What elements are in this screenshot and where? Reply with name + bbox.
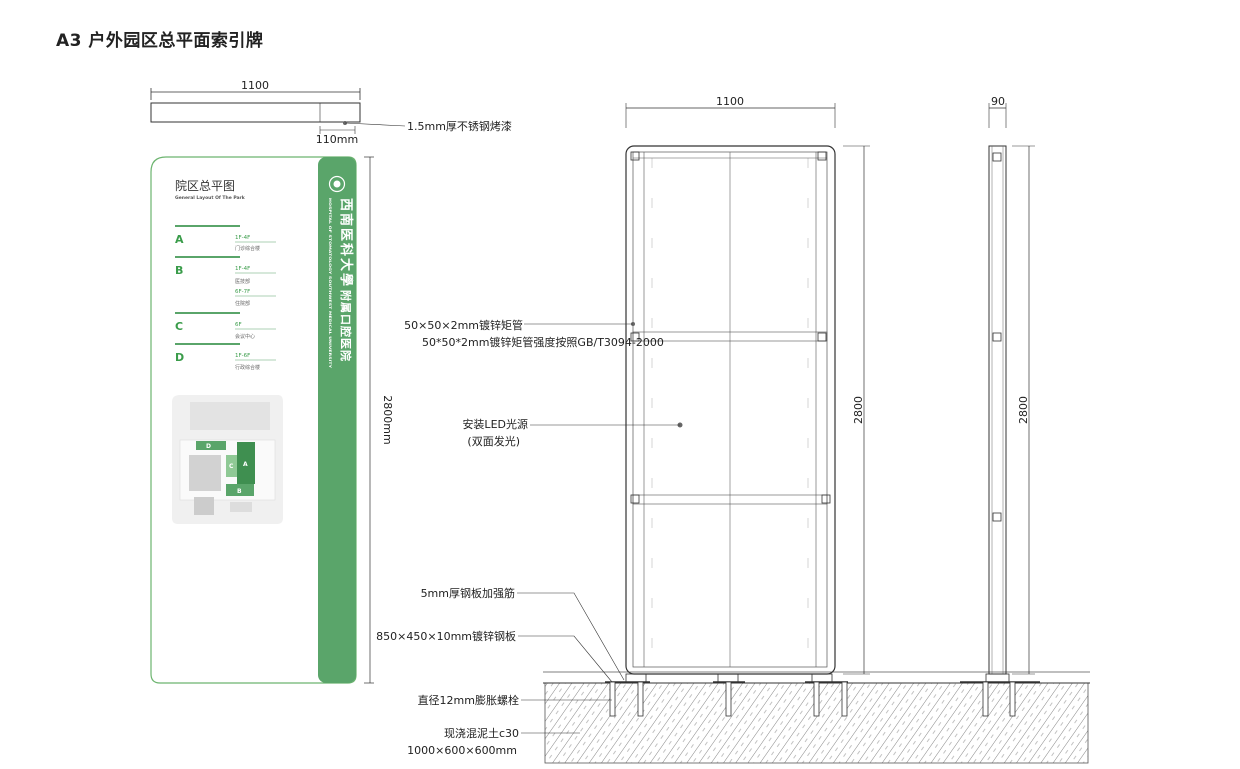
zone-desc: 门诊综合楼 [235, 245, 260, 252]
zone-letter: D [175, 351, 184, 364]
front-height-dim: 2800 [852, 396, 865, 424]
side-height-dim: 2800 [1017, 396, 1030, 424]
sign-face: 院区总平图 General Layout Of The Park A 1F-4F… [150, 156, 394, 684]
zone-desc: 医技部 [235, 278, 250, 285]
map-title: 院区总平图 [175, 179, 235, 193]
tube-spec-note: 50*50*2mm镀锌矩管强度按照GB/T3094-2000 [422, 335, 664, 349]
face-height-dim: 2800mm [381, 395, 394, 444]
zone-floor: 1F-4F [235, 235, 250, 241]
tube-note: 50×50×2mm镀锌矩管 [404, 318, 523, 332]
hospital-name-en: HOSPITAL OF STOMATOLOGY SOUTHWEST MEDICA… [328, 198, 333, 368]
front-width-dim: 1100 [716, 95, 744, 108]
material-note: 1.5mm厚不锈钢烤漆 [407, 119, 512, 133]
map-zone-label: C [229, 463, 234, 470]
top-view: 1100 110mm 1.5mm厚不锈钢烤漆 [150, 79, 512, 146]
hospital-name-bar [318, 157, 356, 683]
drawing-title: A3 户外园区总平面索引牌 [56, 31, 264, 51]
side-width-dim: 90 [991, 95, 1005, 108]
plate-note: 850×450×10mm镀锌钢板 [376, 629, 516, 643]
zone-desc: 住院部 [235, 300, 250, 307]
led-note-2: (双面发光) [467, 434, 520, 448]
hospital-name-cn-top: 西南医科大學 [338, 198, 354, 288]
rib-note: 5mm厚钢板加强筋 [421, 586, 515, 600]
zone-floor: 1F-4F [235, 266, 250, 272]
zone-desc: 行政综合楼 [235, 364, 260, 371]
zone-floor: 6F [235, 322, 242, 328]
bolt-note: 直径12mm膨胀螺栓 [418, 693, 519, 707]
top-inner-dim: 110mm [316, 133, 358, 146]
zone-floor: 6F-7F [235, 289, 250, 295]
concrete-note: 现浇混泥土c30 [444, 727, 519, 740]
zone-floor: 1F-6F [235, 353, 250, 359]
zone-letter: B [175, 264, 183, 277]
hospital-logo-icon [328, 175, 346, 193]
zone-letter: A [175, 233, 184, 246]
map-zone-label: B [237, 488, 242, 495]
map-zone-label: D [206, 443, 211, 450]
concrete-size-note: 1000×600×600mm [407, 744, 517, 757]
map-subtitle: General Layout Of The Park [175, 195, 246, 201]
site-map: D C A B [172, 395, 283, 524]
top-width-dim: 1100 [241, 79, 269, 92]
hospital-name-cn-bottom: 附属口腔医院 [339, 290, 353, 362]
side-view: 90 2800 [960, 95, 1040, 717]
front-view: 1100 2800 [376, 95, 870, 757]
map-zone-label: A [243, 461, 248, 468]
zone-desc: 会议中心 [235, 333, 255, 340]
zone-letter: C [175, 320, 183, 333]
led-note: 安装LED光源 [462, 417, 528, 431]
